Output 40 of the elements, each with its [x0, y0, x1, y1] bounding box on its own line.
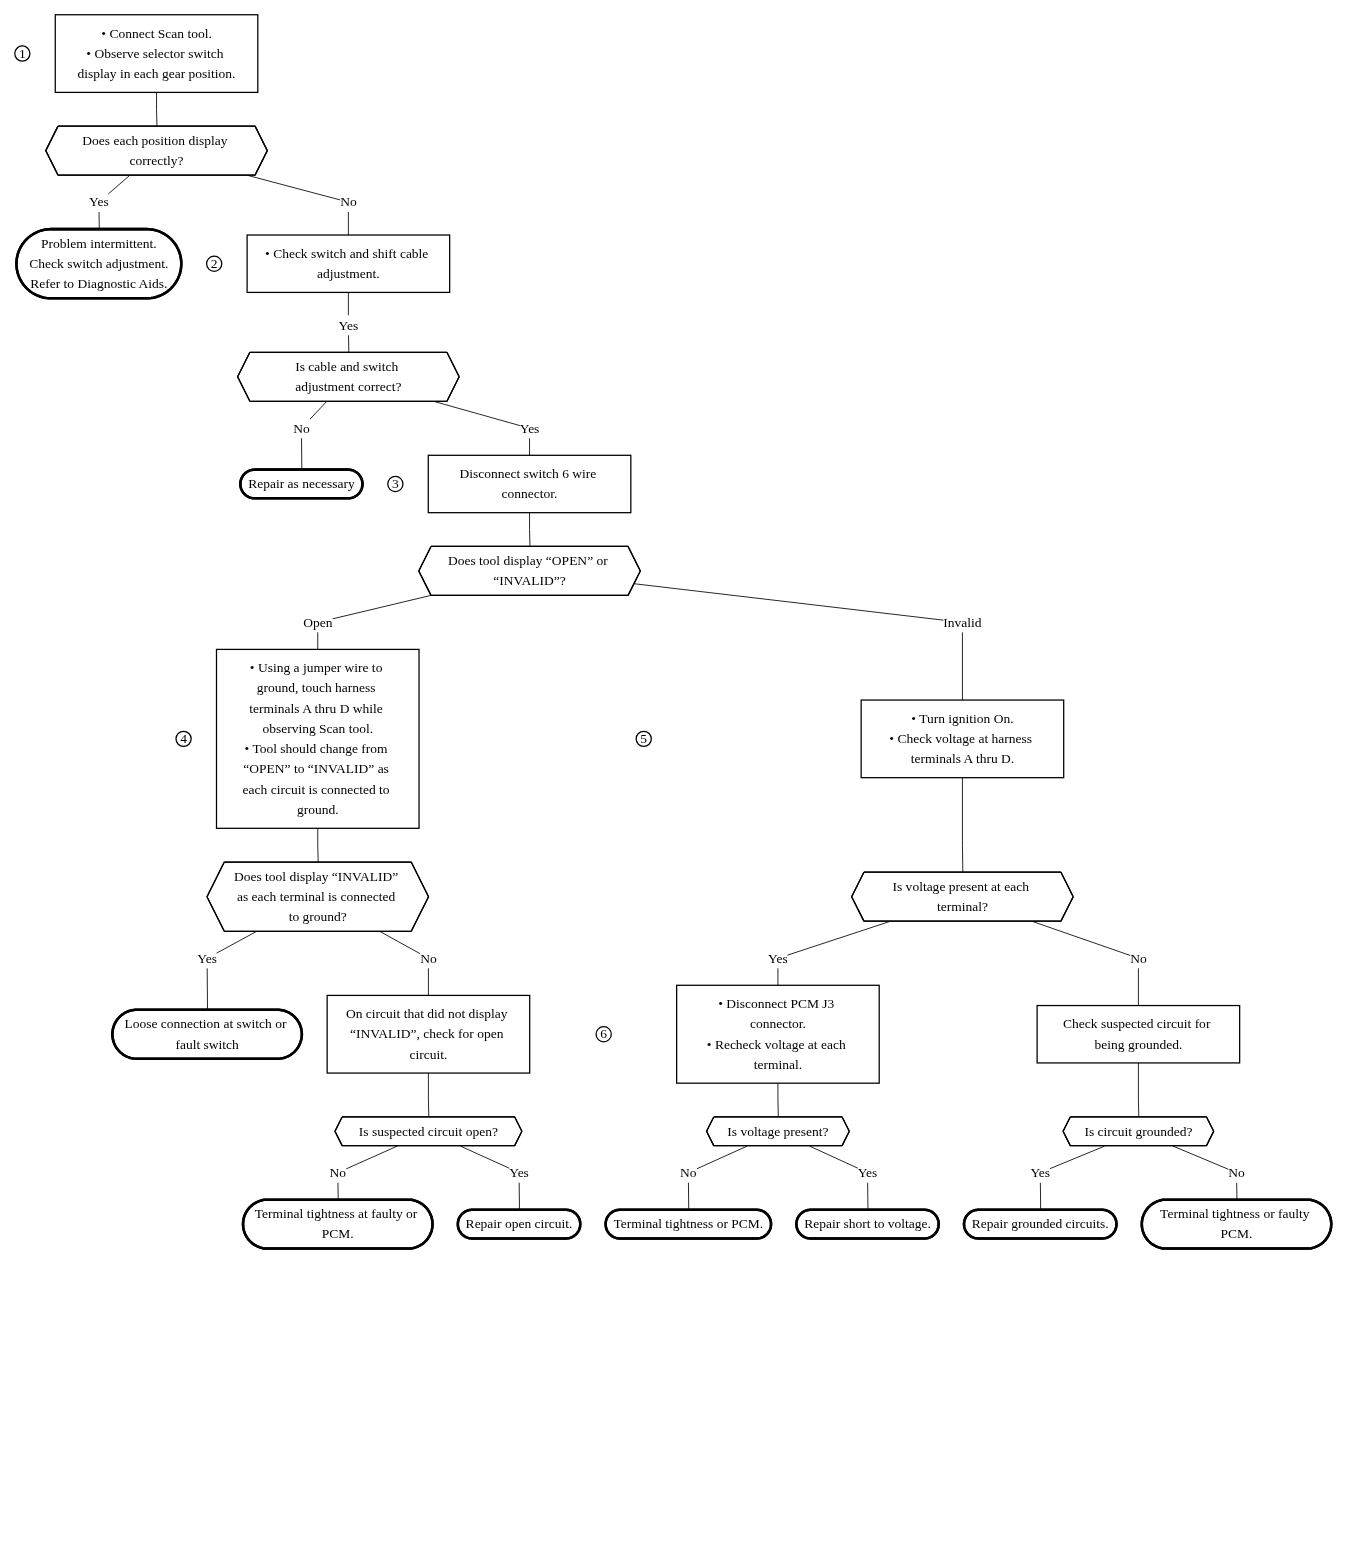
connector	[1137, 1062, 1140, 1118]
edge-label: Invalid	[943, 614, 982, 630]
node-box: • Check switch and shift cable adjustment.	[246, 234, 451, 294]
node-circle: 3	[387, 475, 404, 493]
node-box: On circuit that did not display “INVALID”, check for open circuit.	[326, 994, 531, 1074]
node-circle: 2	[205, 255, 223, 272]
edge-label: Yes	[857, 1165, 878, 1180]
connector	[317, 827, 319, 863]
edge-label: No	[329, 1165, 347, 1180]
connector	[156, 91, 158, 127]
node-circle: 1	[14, 45, 31, 62]
edge-label: Open	[303, 614, 333, 630]
connector	[529, 512, 531, 548]
connector	[777, 1082, 779, 1118]
edge-label: No	[420, 950, 437, 966]
edge-label: Yes	[519, 420, 540, 436]
connector	[962, 777, 964, 874]
edge-label: Yes	[338, 317, 359, 333]
edge-label: Yes	[1030, 1165, 1051, 1180]
connector	[428, 1072, 430, 1118]
node-box: • Connect Scan tool. • Observe selector switch display in each gear position.	[54, 14, 259, 94]
node-box: • Disconnect PCM J3 connector. • Recheck voltage at each terminal.	[676, 984, 880, 1084]
node-box: • Turn ignition On. • Check voltage at harness terminals A thru D.	[860, 699, 1065, 779]
node-circle: 6	[595, 1026, 612, 1043]
edge-label: No	[340, 194, 357, 209]
node-box: • Using a jumper wire to ground, touch harness terminals A thru D while observing Scan tool. • Tool should change from “OPEN” to “INVALID” as each circuit is connected to ground.	[215, 648, 420, 829]
connector	[777, 921, 890, 986]
node-box: Disconnect switch 6 wire connector.	[427, 454, 632, 514]
edge-label: No	[293, 420, 310, 436]
edge-label: No	[1130, 950, 1147, 966]
edge-label: Yes	[197, 950, 217, 966]
node-circle: 5	[635, 730, 652, 748]
edge-label: Yes	[89, 194, 109, 209]
edge-label: No	[1228, 1165, 1245, 1180]
node-circle: 4	[175, 730, 192, 748]
edge-label: Yes	[509, 1165, 529, 1180]
edge-label: Yes	[768, 950, 788, 966]
node-box: Check suspected circuit for being grounded.	[1036, 1004, 1241, 1064]
edge-label: No	[680, 1165, 697, 1180]
connector	[634, 583, 963, 701]
